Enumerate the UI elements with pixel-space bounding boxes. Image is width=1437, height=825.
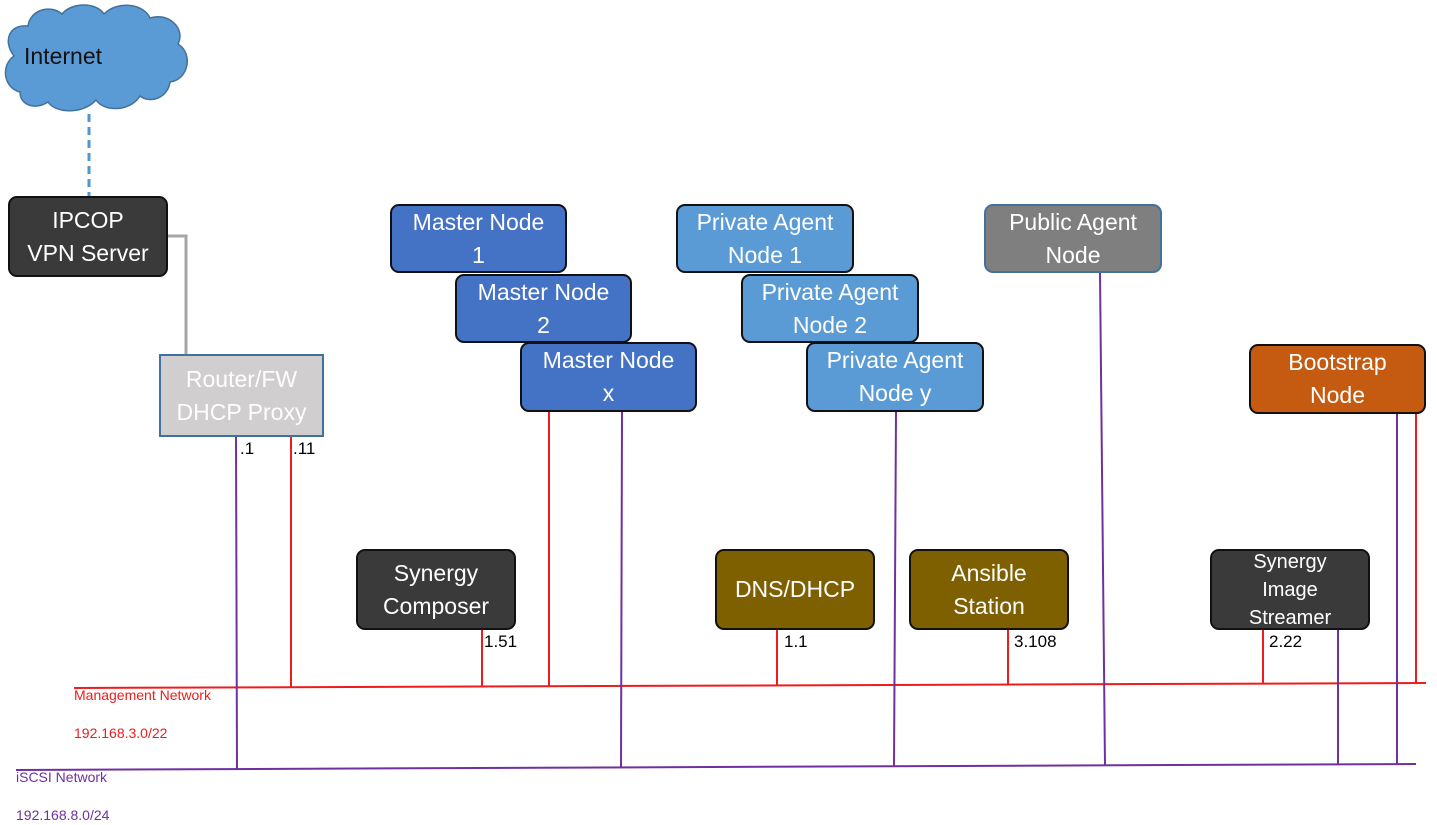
ipcop-vpn-server[interactable]: IPCOP VPN Server <box>8 196 168 277</box>
management-network-name: Management Network <box>74 687 211 703</box>
public-agent-iscsi-drop <box>1099 272 1106 767</box>
agenty-iscsi-drop <box>893 411 897 767</box>
router-fw-dhcp-proxy[interactable]: Router/FW DHCP Proxy <box>159 354 324 437</box>
iscsi-bus <box>15 763 1417 771</box>
synergy-composer[interactable]: Synergy Composer <box>356 549 516 630</box>
management-bus <box>73 682 1427 689</box>
dns-dhcp[interactable]: DNS/DHCP <box>715 549 875 630</box>
iscsi-network-subnet: 192.168.8.0/24 <box>16 807 110 823</box>
internet-label: Internet <box>24 43 102 69</box>
masterx-iscsi-drop <box>620 411 623 769</box>
streamer-ip: 2.22 <box>1269 632 1303 651</box>
public-agent-node[interactable]: Public Agent Node <box>984 204 1162 273</box>
composer-ip: 1.51 <box>484 632 518 651</box>
cloud-shape <box>4 4 188 112</box>
network-wires <box>4 4 1427 771</box>
management-network-lines <box>73 412 1427 689</box>
router-iscsi-drop <box>235 436 238 770</box>
master-node-2[interactable]: Master Node 2 <box>455 274 632 343</box>
private-agent-node-y[interactable]: Private Agent Node y <box>806 342 984 412</box>
iscsi-network-label: iSCSI Network 192.168.8.0/24 <box>16 749 109 825</box>
router-mgmt-ip: .11 <box>293 439 316 458</box>
dns-ip: 1.1 <box>784 632 808 651</box>
master-node-1[interactable]: Master Node 1 <box>390 204 567 273</box>
private-agent-node-2[interactable]: Private Agent Node 2 <box>741 274 919 343</box>
ansible-ip: 3.108 <box>1014 632 1057 651</box>
management-network-label: Management Network 192.168.3.0/22 <box>74 667 211 743</box>
ipcop-router-link <box>168 234 188 356</box>
private-agent-node-1[interactable]: Private Agent Node 1 <box>676 204 854 273</box>
internet-cloud <box>4 4 188 112</box>
iscsi-network-name: iSCSI Network <box>16 769 108 785</box>
synergy-image-streamer[interactable]: Synergy Image Streamer <box>1210 549 1370 630</box>
ansible-station[interactable]: Ansible Station <box>909 549 1069 630</box>
bootstrap-node[interactable]: Bootstrap Node <box>1249 344 1426 414</box>
master-node-x[interactable]: Master Node x <box>520 342 697 412</box>
iscsi-network-lines <box>15 272 1417 771</box>
router-iscsi-ip: .1 <box>240 439 255 458</box>
management-network-subnet: 192.168.3.0/22 <box>74 725 168 741</box>
